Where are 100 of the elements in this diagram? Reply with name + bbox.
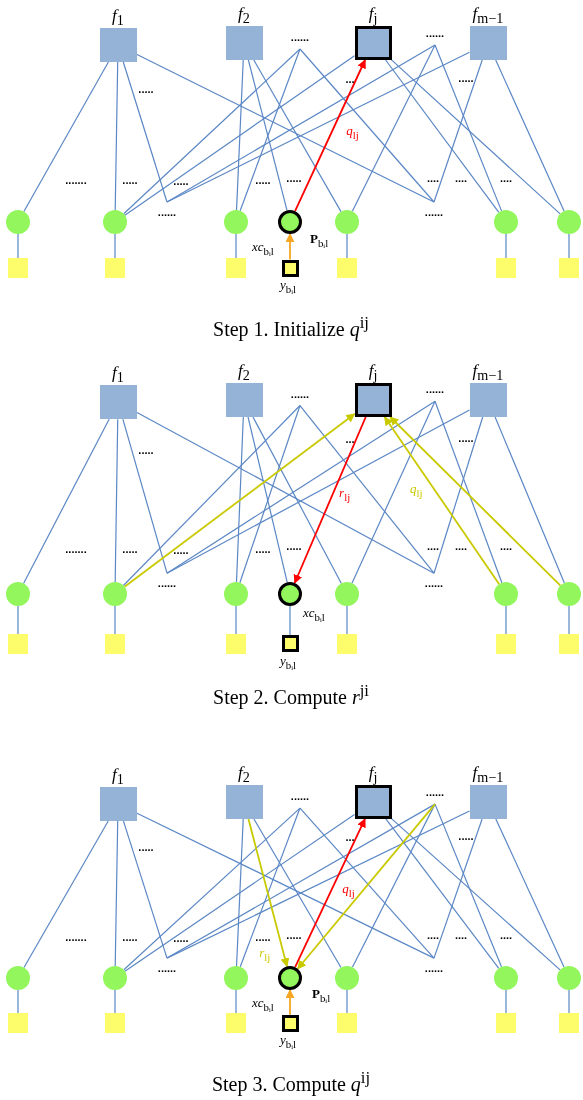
- connector-line: [235, 818, 244, 967]
- arrow: [123, 413, 356, 588]
- variable-circle: [103, 582, 127, 607]
- ellipsis-text: .....: [286, 174, 302, 182]
- observation-square: [337, 1013, 357, 1034]
- arrow: [285, 989, 295, 1016]
- observation-square: [281, 635, 299, 653]
- factor-label: f$_{2}$: [238, 4, 250, 28]
- connector-line: [346, 605, 348, 635]
- factor-label: f$_{1}$: [112, 6, 124, 30]
- observation-label: y$_{bᵢl}$: [280, 278, 296, 296]
- connector-line: [122, 404, 301, 587]
- connector-line: [166, 409, 471, 574]
- arrow: [383, 416, 501, 586]
- connector-line: [385, 59, 500, 213]
- connector-line: [253, 818, 342, 969]
- observation-square: [8, 1013, 28, 1034]
- arrow: [294, 59, 366, 212]
- connector-line: [114, 820, 119, 967]
- connector-line: [166, 803, 436, 959]
- edge-label: r$_{lj}$: [339, 486, 351, 504]
- connector-line: [122, 61, 168, 203]
- observation-square: [281, 259, 299, 277]
- observation-square: [337, 258, 357, 278]
- connector-line: [135, 812, 435, 959]
- connector-line: [346, 233, 348, 259]
- connector-line: [247, 416, 288, 583]
- observation-square: [337, 633, 357, 654]
- factor-label: f$_{1}$: [112, 764, 124, 789]
- step-caption: Step 1. Initialize q$^{ij}$: [213, 313, 369, 341]
- observation-square: [226, 1013, 246, 1034]
- ellipsis-text: .....: [173, 177, 189, 185]
- observation-square: [8, 258, 28, 278]
- factor-label: f$_{m−1}$: [472, 4, 504, 28]
- connector-line: [568, 605, 570, 635]
- edge-label: q$_{lj}$: [346, 124, 359, 142]
- arrow: [294, 818, 366, 968]
- ellipsis-text: .....: [122, 176, 138, 184]
- factor-label: f$_{2}$: [238, 361, 250, 385]
- ellipsis-text: ......: [425, 385, 445, 394]
- variable-circle: [335, 965, 359, 990]
- ellipsis-text: ......: [424, 579, 444, 588]
- connector-line: [235, 59, 244, 211]
- ellipsis-text: .....: [458, 74, 474, 82]
- connector-line: [390, 59, 561, 215]
- variable-circle: [494, 582, 518, 607]
- ellipsis-text: ......: [290, 33, 310, 41]
- connector-line: [433, 59, 483, 203]
- ellipsis-text: .....: [255, 176, 271, 184]
- observation-square: [559, 633, 579, 654]
- ellipsis-text: .....: [138, 843, 154, 852]
- edge-label: r$_{lj}$: [259, 946, 271, 964]
- ellipsis-text: ......: [425, 29, 445, 37]
- observation-square: [226, 633, 246, 654]
- step-caption: Step 3. Compute q$^{ij}$: [211, 1068, 371, 1096]
- factor-label: f$_{1}$: [112, 363, 124, 387]
- observation-square: [105, 633, 125, 654]
- observation-square: [496, 633, 516, 654]
- connector-line: [433, 416, 484, 574]
- observation-square: [226, 258, 246, 278]
- connector-line: [135, 53, 435, 203]
- ellipsis-text: ....: [426, 174, 440, 182]
- variable-circle: [278, 965, 302, 990]
- ellipsis-text: .....: [138, 85, 154, 93]
- connector-line: [22, 418, 110, 584]
- connector-line: [495, 818, 565, 968]
- variable-circle: [557, 965, 581, 990]
- connector-line: [114, 989, 116, 1014]
- connector-line: [239, 807, 301, 968]
- factor-label: f$_{j}$: [368, 762, 378, 787]
- ellipsis-text: ....: [499, 174, 513, 182]
- connector-line: [385, 818, 500, 969]
- ellipsis-text: .....: [286, 542, 302, 551]
- connector-line: [124, 814, 356, 972]
- observation-square: [8, 633, 28, 654]
- arrow: [389, 416, 562, 587]
- connector-line: [235, 989, 237, 1014]
- connector-line: [235, 416, 244, 583]
- variable-circle: [494, 965, 518, 990]
- edge-label: P$_{bᵢl}$: [310, 231, 329, 250]
- connector-line: [495, 59, 565, 212]
- observation-square: [559, 258, 579, 278]
- variable-circle: [494, 210, 518, 234]
- ellipsis-text: ......: [157, 579, 177, 588]
- connector-line: [239, 48, 301, 212]
- connector-line: [299, 48, 435, 203]
- ellipsis-text: ....: [499, 542, 513, 551]
- ellipsis-text: .......: [65, 176, 87, 184]
- ellipsis-text: ...: [345, 833, 355, 842]
- ellipsis-text: ......: [157, 208, 177, 216]
- connector-line: [23, 820, 109, 969]
- connector-line: [114, 605, 116, 635]
- ellipsis-text: .....: [286, 930, 302, 939]
- ellipsis-text: ......: [290, 792, 310, 801]
- ellipsis-text: ...: [345, 435, 355, 444]
- ellipsis-text: .....: [173, 545, 189, 554]
- arrow: [247, 818, 290, 968]
- factor-label: f$_{j}$: [368, 4, 378, 28]
- connector-line: [351, 400, 436, 584]
- observation-square: [559, 1013, 579, 1034]
